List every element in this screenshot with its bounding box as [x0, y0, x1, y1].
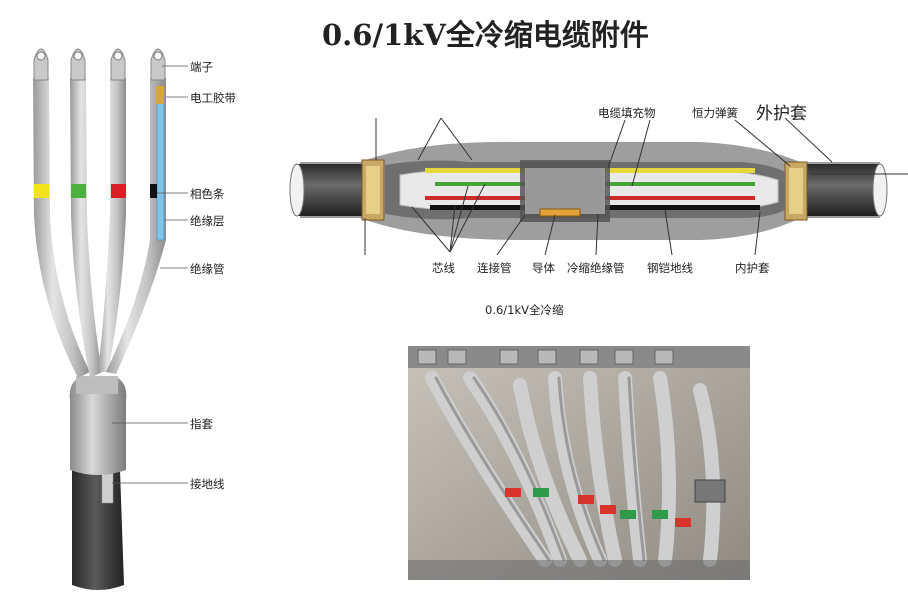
label-cold-shrink-tube: 冷缩绝缘管 [567, 261, 625, 275]
label-inner-sheath: 内护套 [735, 261, 770, 275]
left-leader-lines [112, 65, 188, 484]
insulation-layer-cutaway [156, 99, 165, 241]
finger-sleeve [69, 378, 127, 475]
label-outer-sheath: 外护套 [756, 104, 807, 124]
phase-tube-2 [70, 78, 102, 378]
label-terminal: 端子 [190, 60, 213, 74]
label-insulation-layer: 绝缘层 [190, 214, 225, 228]
page-title: 0.6/1kV全冷缩电缆附件 [322, 18, 649, 52]
phase-strip-green [71, 184, 86, 198]
phase-strip-red [111, 184, 126, 198]
label-tape: 电工胶带 [190, 91, 236, 105]
phase-strip-black [150, 184, 157, 198]
joint-cable-right [805, 164, 880, 216]
label-filler: 电缆填充物 [598, 106, 656, 120]
conductor [539, 208, 581, 217]
right-leader-lines [364, 117, 908, 256]
label-finger-sleeve: 指套 [190, 417, 213, 431]
label-core: 芯线 [432, 261, 455, 275]
label-armor-ground: 钢铠地线 [647, 261, 693, 275]
label-ground-wire: 接地线 [190, 477, 225, 491]
electrical-tape [156, 86, 164, 104]
terminal-lugs [33, 48, 166, 81]
joint-diagram [289, 141, 888, 240]
main-cable [72, 470, 124, 590]
label-connector: 连接管 [477, 261, 512, 275]
phase-tube-4 [106, 78, 166, 374]
phase-tube-3 [98, 78, 126, 372]
label-insulation-tube: 绝缘管 [190, 262, 225, 276]
label-conductor: 导体 [532, 261, 555, 275]
label-phase-strip: 相色条 [190, 187, 225, 201]
installation-photo [408, 346, 750, 580]
joint-cable-left [295, 164, 365, 216]
phase-tube-1 [33, 78, 90, 378]
joint-caption: 0.6/1kV全冷缩 [485, 303, 564, 317]
label-spring: 恒力弹簧 [692, 106, 738, 120]
phase-strip-yellow [34, 184, 49, 198]
